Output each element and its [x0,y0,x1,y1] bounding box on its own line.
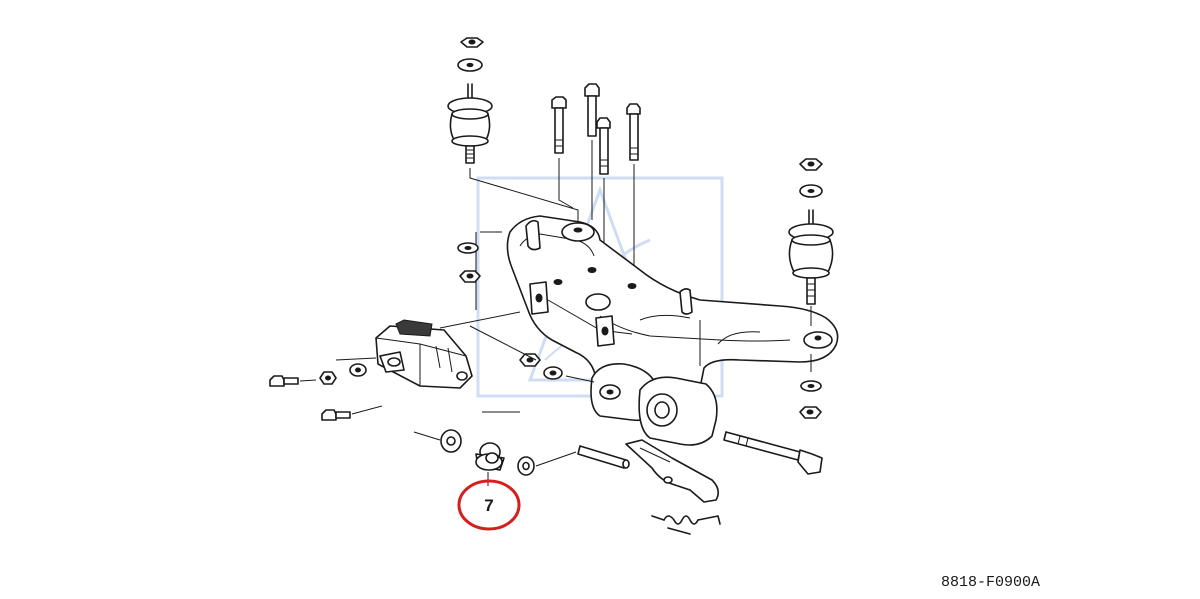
torsion-spring [651,515,721,535]
left-frame-hardware [457,231,502,310]
side-mount-block [375,311,521,389]
right-lower-nut [799,406,822,419]
right-mount-stack [788,158,834,419]
bushing-part-7 [475,442,505,471]
pivot-pin [577,445,630,469]
bolt-1 [551,96,567,154]
right-top-washer [799,184,823,198]
right-lower-washer [800,380,822,392]
bolt-2 [584,83,600,137]
top-left-rubber-mount [447,83,493,164]
bolt-3 [596,117,611,175]
lower-washer-right [517,456,535,476]
top-bolts [551,83,641,280]
rear-bracket [590,362,718,446]
top-left-mount-stack [447,37,579,228]
long-bolt [723,431,823,475]
left-bolt-upper [269,375,317,387]
part-callout-7: 7 [457,472,521,531]
left-washer-upper [349,363,367,377]
left-nut-upper [319,371,337,385]
center-nut [519,353,541,367]
bolt-4 [626,103,641,161]
left-bolt-lower [321,405,383,421]
lower-washer-left [440,429,462,453]
callout-number: 7 [484,496,493,515]
callout-ring [457,479,521,531]
frame-nut-left [459,270,481,283]
crossmember-frame [506,215,839,419]
lever-arm [625,439,720,503]
right-rubber-mount [788,209,834,305]
drawing-code: 8818-F0900A [941,574,1040,591]
left-hardware [269,357,383,421]
right-top-nut [799,158,823,171]
top-left-nut [460,37,484,48]
frame-washer-left [457,242,479,254]
top-left-washer [457,58,483,72]
lower-bushing-parts [413,411,577,476]
center-hardware [469,325,595,383]
center-washer [543,366,563,380]
